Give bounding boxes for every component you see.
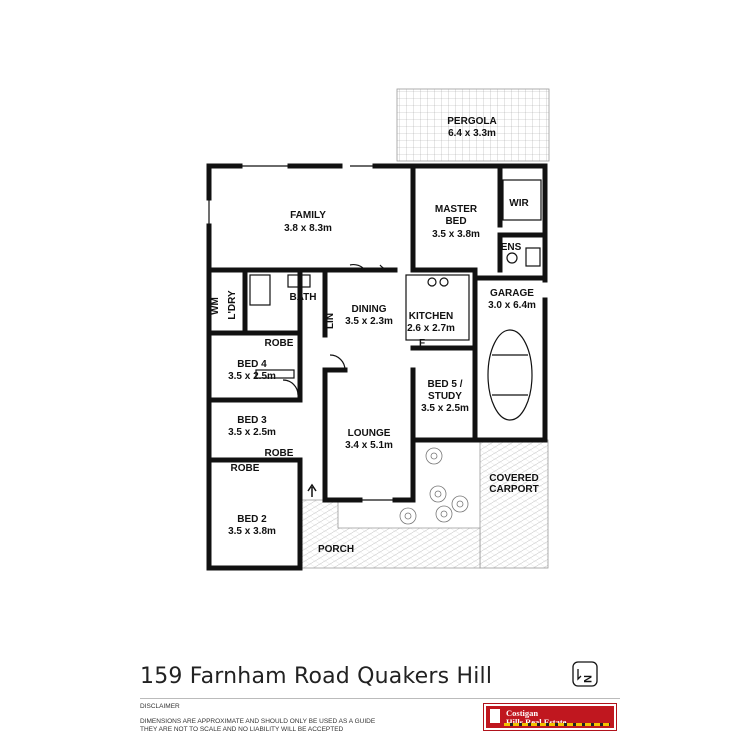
disclaimer-heading: DISCLAIMER [140,703,180,710]
bed4-label: BED 4 [237,359,267,370]
master-bed-label-1: MASTER [435,204,478,215]
bed2-label: BED 2 [237,514,267,525]
north-arrow-icon: N [572,661,598,687]
fridge-label: F [419,338,425,349]
master-bed-label-2: BED [445,216,466,227]
disclaimer-line-2: THEY ARE NOT TO SCALE AND NO LIABILITY W… [140,726,344,733]
agency-name-line-2: Hills Real Estate [506,717,567,727]
robe2-label: ROBE [231,463,260,474]
family-label: FAMILY [290,210,326,221]
carport-label-2: CARPORT [489,484,538,495]
master-bed-size: 3.5 x 3.8m [432,229,480,240]
laundry-label: L'DRY [227,290,238,320]
agency-logo: Costigan Hills Real Estate [483,703,617,731]
porch-area [299,499,481,569]
entry-arrow-icon [307,483,317,497]
family-size: 3.8 x 8.3m [284,223,332,234]
pergola-size: 6.4 x 3.3m [448,128,496,139]
kitchen-label: KITCHEN [409,311,453,322]
carport-area [479,439,549,569]
garden-shrubs [399,447,469,525]
lounge-label: LOUNGE [348,428,391,439]
porch-label: PORCH [318,544,354,555]
bed2-size: 3.5 x 3.8m [228,526,276,537]
walls [206,163,548,571]
lounge-size: 3.4 x 5.1m [345,440,393,451]
bed3-size: 3.5 x 2.5m [228,427,276,438]
ens-label: ENS [501,242,522,253]
wm-label: WM [210,297,221,315]
dining-label: DINING [352,304,387,315]
pergola-label: PERGOLA [447,116,496,127]
fixtures [208,165,542,569]
bed3-label: BED 3 [237,415,267,426]
compass-letter: N [581,675,593,683]
garage-size: 3.0 x 6.4m [488,300,536,311]
agency-name: Costigan Hills Real Estate [506,709,566,727]
robe3-label: ROBE [265,448,294,459]
kitchen-size: 2.6 x 2.7m [407,323,455,334]
bed5-label-1: BED 5 / [427,379,462,390]
robe4-label: ROBE [265,338,294,349]
property-address: 159 Farnham Road Quakers Hill [140,664,493,689]
bed5-size: 3.5 x 2.5m [421,403,469,414]
bed4-size: 3.5 x 2.5m [228,371,276,382]
divider [140,698,620,699]
carport-label-1: COVERED [489,473,538,484]
disclaimer-line-1: DIMENSIONS ARE APPROXIMATE AND SHOULD ON… [140,718,376,725]
lin-label: LIN [325,313,336,329]
agency-mark-icon [490,709,500,723]
agency-stripe [504,723,610,726]
dining-size: 3.5 x 2.3m [345,316,393,327]
garage-label: GARAGE [490,288,534,299]
pergola-area [396,88,550,162]
bath-label: BATH [289,292,316,303]
wir-label: WIR [509,198,529,209]
agency-name-line-1: Costigan [506,708,539,718]
bed5-label-2: STUDY [428,391,462,402]
